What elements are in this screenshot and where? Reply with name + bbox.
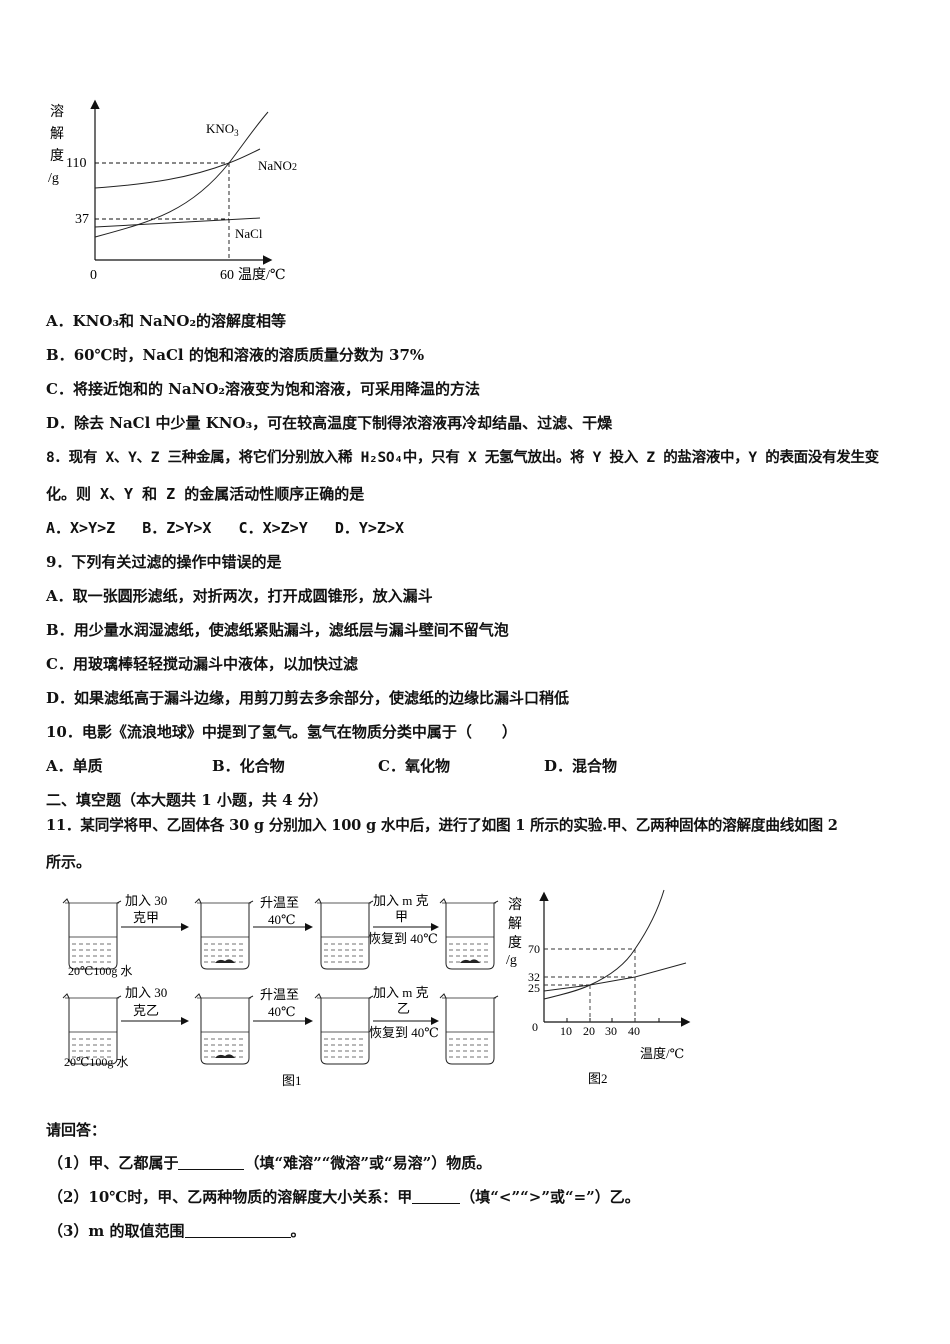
svg-text:10: 10 bbox=[560, 1024, 572, 1038]
sub-question-3: （3）m 的取值范围。 bbox=[48, 1222, 306, 1240]
q7-option-d: D．除去 NaCl 中少量 KNO₃，可在较高温度下制得浓溶液再冷却结晶、过滤、… bbox=[46, 414, 613, 432]
label-kno3: KNO3 bbox=[206, 121, 239, 138]
q11-stem-line2: 所示。 bbox=[46, 853, 92, 871]
q9-stem: 9．下列有关过滤的操作中错误的是 bbox=[46, 553, 282, 571]
svg-text:升温至: 升温至 bbox=[260, 987, 299, 1002]
q7-option-b: B．60℃时，NaCl 的饱和溶液的溶质质量分数为 37% bbox=[46, 346, 425, 364]
svg-text:乙: 乙 bbox=[397, 1001, 410, 1016]
q10-option-a: A．单质 bbox=[46, 757, 103, 775]
svg-text:20℃100g 水: 20℃100g 水 bbox=[68, 964, 132, 978]
label-nano2: NaNO2 bbox=[258, 158, 297, 173]
q10-option-d: D．混合物 bbox=[544, 757, 618, 775]
curve-nano2 bbox=[94, 148, 261, 189]
q9-option-b: B．用少量水润湿滤纸，使滤纸紧贴漏斗，滤纸层与漏斗壁间不留气泡 bbox=[46, 621, 509, 639]
svg-text:甲: 甲 bbox=[395, 909, 408, 924]
q7-option-a: A．KNO₃和 NaNO₂的溶解度相等 bbox=[46, 312, 287, 330]
svg-text:解: 解 bbox=[508, 916, 522, 932]
svg-text:度: 度 bbox=[50, 148, 64, 164]
answer-blank-2[interactable] bbox=[412, 1189, 461, 1204]
svg-text:图1: 图1 bbox=[282, 1073, 302, 1088]
svg-text:图2: 图2 bbox=[588, 1071, 608, 1086]
svg-text:20: 20 bbox=[583, 1024, 595, 1038]
q8-options: A．X>Y>Z B．Z>Y>X C．X>Z>Y D．Y>Z>X bbox=[46, 519, 405, 537]
svg-text:克乙: 克乙 bbox=[133, 1003, 159, 1018]
svg-text:恢复到 40℃: 恢复到 40℃ bbox=[368, 931, 438, 946]
svg-text:温度/℃: 温度/℃ bbox=[640, 1046, 684, 1061]
svg-text:溶: 溶 bbox=[508, 897, 522, 913]
q10-option-c: C．氧化物 bbox=[378, 757, 450, 775]
svg-text:升温至: 升温至 bbox=[260, 895, 299, 910]
svg-text:32: 32 bbox=[528, 970, 540, 984]
svg-text:70: 70 bbox=[528, 942, 540, 956]
svg-text:加入 m 克: 加入 m 克 bbox=[373, 893, 429, 908]
q8-stem-line2: 化。则 X、Y 和 Z 的金属活动性顺序正确的是 bbox=[46, 485, 365, 503]
q8-stem-line1: 8．现有 X、Y、Z 三种金属，将它们分别放入稀 H₂SO₄中，只有 X 无氢气… bbox=[46, 450, 879, 466]
svg-text:加入 m 克: 加入 m 克 bbox=[373, 985, 429, 1000]
svg-text:恢复到 40℃: 恢复到 40℃ bbox=[369, 1025, 439, 1040]
answer-blank-3[interactable] bbox=[184, 1223, 291, 1238]
svg-text:20℃100g 水: 20℃100g 水 bbox=[64, 1055, 128, 1069]
svg-text:溶: 溶 bbox=[50, 104, 64, 120]
svg-text:克甲: 克甲 bbox=[133, 910, 159, 925]
svg-text:60: 60 bbox=[220, 268, 234, 283]
svg-text:40℃: 40℃ bbox=[268, 1004, 296, 1019]
sub-question-1: （1）甲、乙都属于（填“难溶”“微溶”或“易溶”）物质。 bbox=[48, 1154, 492, 1172]
svg-text:/g: /g bbox=[506, 953, 517, 968]
q7-option-c: C．将接近饱和的 NaNO₂溶液变为饱和溶液，可采用降温的方法 bbox=[46, 380, 480, 398]
svg-text:加入 30: 加入 30 bbox=[125, 985, 167, 1000]
q9-option-c: C．用玻璃棒轻轻搅动漏斗中液体，以加快过滤 bbox=[46, 655, 358, 673]
curve-nacl bbox=[94, 217, 261, 228]
svg-text:37: 37 bbox=[75, 212, 89, 227]
figure-1-experiment: 加入 30 克甲 升温至 40℃ 加入 m 克 甲 恢复到 40℃ 20℃100… bbox=[62, 893, 499, 1088]
svg-text:度: 度 bbox=[508, 935, 522, 951]
svg-text:30: 30 bbox=[605, 1024, 617, 1038]
svg-text:解: 解 bbox=[50, 126, 64, 142]
svg-text:0: 0 bbox=[532, 1020, 538, 1034]
q11-stem-line1: 11．某同学将甲、乙固体各 30 g 分别加入 100 g 水中后，进行了如图 … bbox=[46, 817, 838, 834]
curve-yi bbox=[543, 962, 687, 992]
svg-text:温度/℃: 温度/℃ bbox=[238, 267, 286, 283]
q9-option-d: D．如果滤纸高于漏斗边缘，用剪刀剪去多余部分，使滤纸的边缘比漏斗口稍低 bbox=[46, 689, 570, 707]
curve-jia bbox=[543, 889, 665, 1000]
answer-blank-1[interactable] bbox=[178, 1155, 245, 1170]
q10-stem: 10．电影《流浪地球》中提到了氢气。氢气在物质分类中属于（ ） bbox=[46, 723, 517, 741]
q10-option-b: B．化合物 bbox=[212, 757, 285, 775]
q10-options: A．单质 B．化合物 C．氧化物 D．混合物 bbox=[46, 756, 617, 776]
section-title: 二、填空题（本大题共 1 小题，共 4 分） bbox=[46, 791, 328, 809]
svg-text:0: 0 bbox=[90, 268, 97, 283]
figure-2-solubility-chart: 溶 解 度 /g 70 32 25 0 10 20 30 40 温度/℃ 图2 bbox=[506, 889, 691, 1086]
svg-text:40℃: 40℃ bbox=[268, 912, 296, 927]
svg-text:/g: /g bbox=[48, 171, 59, 186]
solubility-chart-q7: 溶 解 度 /g 110 37 0 60 温度/℃ KNO3 NaNO2 NaC… bbox=[48, 99, 297, 283]
sub-question-2: （2）10℃时，甲、乙两种物质的溶解度大小关系：甲（填“<”“>”或“=”）乙。 bbox=[48, 1188, 640, 1206]
q9-option-a: A．取一张圆形滤纸，对折两次，打开成圆锥形，放入漏斗 bbox=[46, 587, 433, 605]
curve-kno3 bbox=[94, 111, 269, 238]
svg-text:加入 30: 加入 30 bbox=[125, 893, 167, 908]
svg-text:110: 110 bbox=[66, 156, 86, 171]
answer-prompt: 请回答： bbox=[46, 1121, 107, 1139]
svg-text:40: 40 bbox=[628, 1024, 640, 1038]
svg-text:25: 25 bbox=[528, 981, 540, 995]
svg-text:NaCl: NaCl bbox=[235, 226, 263, 241]
